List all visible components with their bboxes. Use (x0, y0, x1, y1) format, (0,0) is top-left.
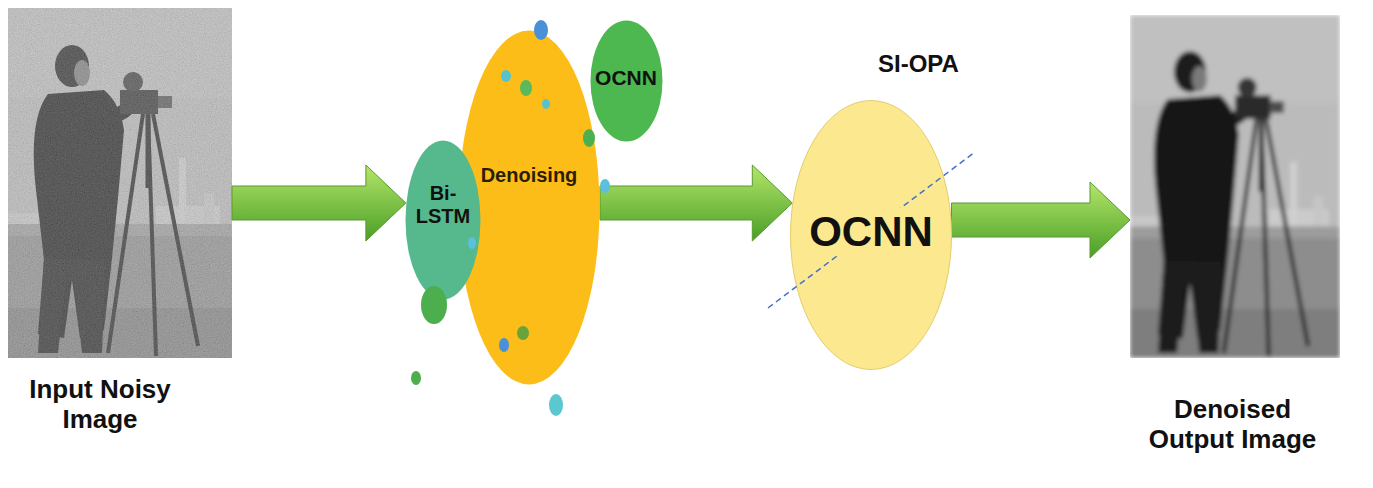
denoised-photo (1130, 15, 1340, 358)
image-caption: Input Noisy Image (25, 375, 175, 435)
ellipse-fill (459, 31, 600, 385)
ocnn-circle: OCNN (590, 20, 663, 142)
image-caption: Denoised Output Image (1145, 395, 1320, 455)
ocnn-main-circle: OCNN (790, 100, 952, 370)
label-holder: SI-OPA (878, 50, 959, 78)
ellipse-fill (791, 101, 952, 370)
image-frame: Input Noisy Image (8, 8, 232, 358)
dot (411, 371, 421, 385)
ellipse-fill (406, 141, 481, 300)
bilstm-ellipse: Bi-LSTM (405, 140, 481, 300)
bubble-dots (411, 20, 610, 416)
node-label: OCNN (595, 66, 657, 90)
node-label: OCNN (805, 208, 937, 256)
denoising-ellipse: Denoising (458, 30, 600, 385)
caption-holder: Input Noisy Image (25, 375, 175, 435)
noisy-photo (8, 8, 232, 358)
caption-holder: Denoised Output Image (1145, 395, 1320, 455)
block-arrow (232, 165, 406, 241)
method-label: SI-OPA (878, 50, 959, 78)
image-frame: Denoised Output Image (1130, 15, 1340, 358)
block-arrow (951, 182, 1130, 258)
block-arrow (600, 165, 792, 241)
node-label: Denoising (481, 164, 578, 187)
dot (549, 394, 563, 416)
ellipse-fill (590, 21, 662, 142)
node-label: Bi-LSTM (414, 182, 472, 228)
dot (600, 179, 610, 193)
ellipse-outline (458, 30, 600, 385)
